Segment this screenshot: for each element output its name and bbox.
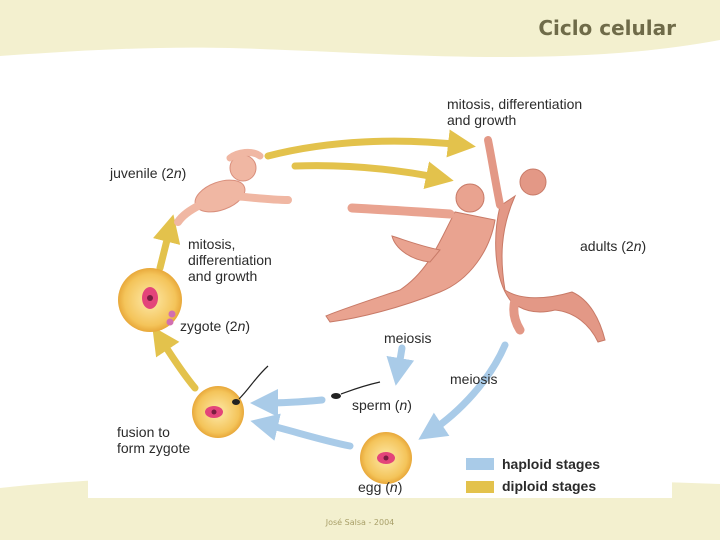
fusion-cell-illustration (192, 365, 269, 438)
legend-swatch-diploid (466, 481, 494, 493)
label-zygote: zygote (2n) (180, 318, 251, 334)
slide-title: Ciclo celular (538, 16, 676, 40)
label-mitosis-left-line2: differentiation (188, 252, 272, 268)
legend-label-haploid: haploid stages (502, 456, 601, 472)
haploid-arrows (250, 341, 509, 450)
label-mitosis-left-line3: and growth (188, 268, 258, 284)
juvenile-illustration (174, 148, 292, 226)
label-mitosis-top: mitosis, differentiation and growth (447, 96, 582, 128)
label-meiosis-2: meiosis (450, 371, 498, 387)
label-fusion-line1: fusion to (117, 424, 170, 440)
adults-illustration (325, 136, 606, 343)
label-meiosis-1: meiosis (384, 330, 432, 346)
egg-illustration (360, 432, 412, 484)
label-fusion-line2: form zygote (117, 440, 191, 456)
label-mitosis-left: mitosis, differentiation and growth (188, 236, 272, 284)
label-mitosis-top-line1: mitosis, differentiation (447, 96, 583, 112)
label-mitosis-top-line2: and growth (447, 112, 517, 128)
label-sperm: sperm (n) (352, 397, 412, 413)
zygote-cell-illustration (118, 268, 182, 332)
label-adults: adults (2n) (580, 238, 647, 254)
sperm-illustration (331, 381, 381, 399)
legend-label-diploid: diploid stages (502, 478, 597, 494)
label-mitosis-left-line1: mitosis, (188, 236, 236, 252)
label-juvenile: juvenile (2n) (110, 165, 187, 181)
label-fusion: fusion to form zygote (117, 424, 190, 456)
label-egg: egg (n) (358, 479, 403, 495)
diploid-arrows (152, 129, 476, 392)
footer-credit: José Salsa - 2004 (325, 518, 395, 527)
legend-swatch-haploid (466, 458, 494, 470)
